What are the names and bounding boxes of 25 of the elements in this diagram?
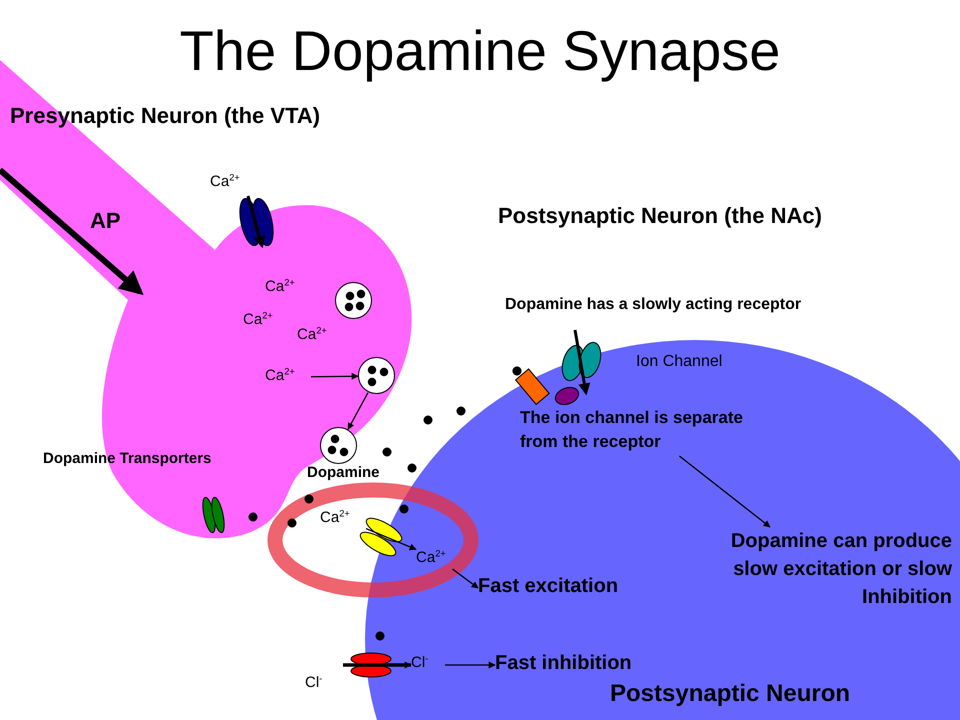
text-label: Ion Channel (636, 353, 722, 371)
text-label: Dopamine has a slowly acting receptor (505, 296, 802, 314)
ion-label: Ca$^{2+}$ (265, 278, 295, 295)
text-label: Dopamine (307, 464, 380, 481)
annotation-text: Fast inhibition (495, 652, 670, 675)
diagram-title: The Dopamine Synapse (180, 20, 780, 82)
ion-label: Ca$^{2+}$ (320, 509, 366, 526)
ion-label: Ca$^{2+}$ (243, 311, 273, 328)
ion-label: Ca$^{2+}$ (416, 549, 462, 566)
annotation-text: Dopamine can produce slow excitation or slow Inhibition (700, 527, 952, 611)
arrow (343, 662, 412, 668)
text-label: Postsynaptic Neuron (the NAc) (498, 203, 822, 229)
ion-label: Cl$^{-}$ (305, 674, 322, 691)
text-label: AP (90, 208, 121, 234)
ion-label: Cl$^{-}$ (411, 654, 445, 671)
ion-label: Ca$^{2+}$ (265, 367, 311, 384)
arrow (678, 455, 770, 528)
annotation-text: Fast excitation (478, 575, 653, 598)
annotation-text: The ion channel is separate from the receptor (520, 406, 775, 454)
neuron-heading: Postsynaptic Neuron (610, 680, 850, 708)
arrow (445, 662, 496, 668)
arrow (311, 372, 359, 380)
ion-label: Ca$^{2+}$ (297, 326, 327, 343)
ion-label: Ca$^{2+}$ (210, 173, 240, 190)
arrow (348, 392, 368, 430)
